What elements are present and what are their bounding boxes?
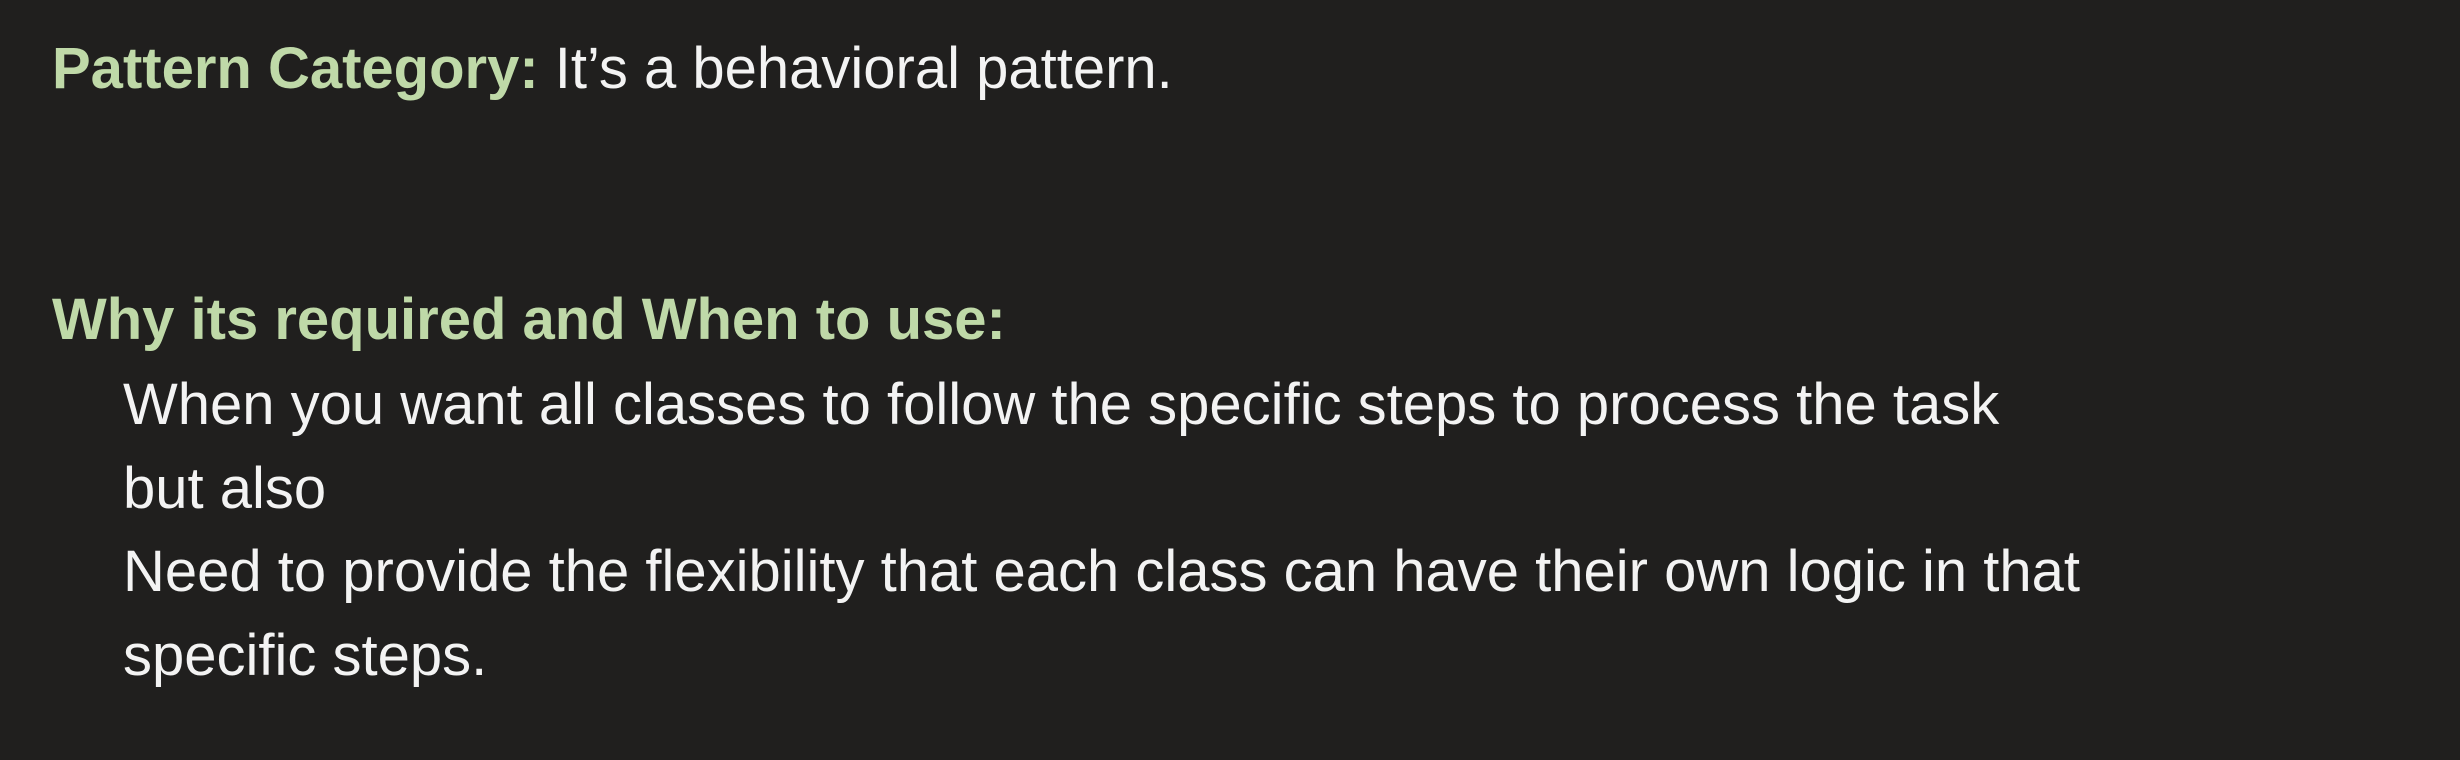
why-when-heading: Why its required and When to use: (52, 287, 1006, 352)
body-line-1: When you want all classes to follow the … (123, 372, 2000, 437)
pattern-category-line: Pattern Category: It’s a behavioral patt… (52, 40, 1173, 98)
pattern-category-label: Pattern Category: (52, 36, 539, 101)
body-line-2: but also (123, 456, 327, 521)
body-line-3: Need to provide the flexibility that eac… (123, 539, 2080, 604)
body-line-4: specific steps. (123, 623, 488, 688)
pattern-category-text: It’s a behavioral pattern. (554, 36, 1173, 101)
